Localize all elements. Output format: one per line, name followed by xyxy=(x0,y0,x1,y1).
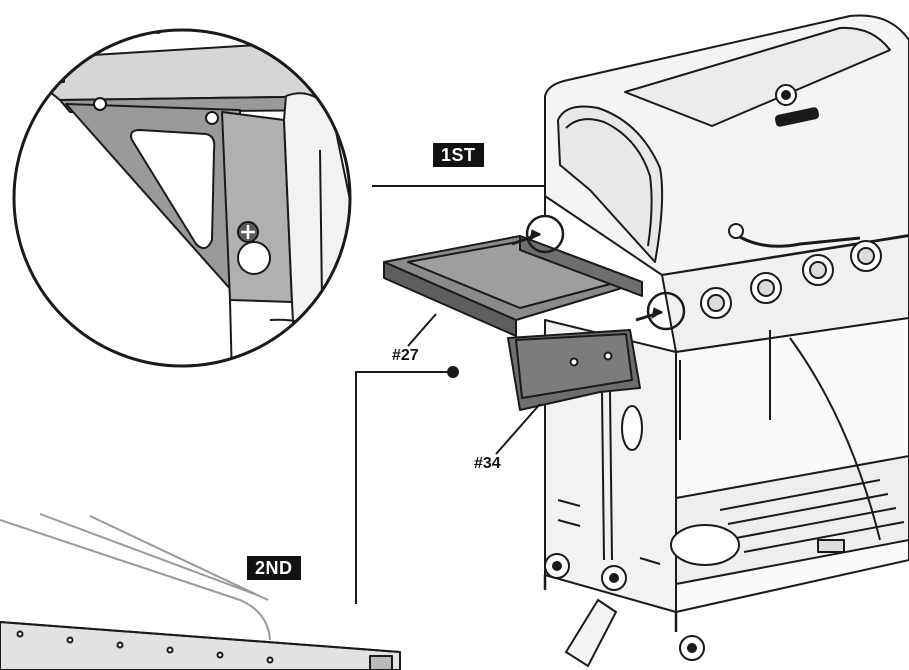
bracket-hole xyxy=(569,357,579,367)
brand-logo-center xyxy=(781,90,791,100)
partial-shelf-hole xyxy=(266,656,274,664)
caster-wheel xyxy=(687,643,697,653)
lid-window-inner xyxy=(565,118,653,247)
brand-logo-wordmark xyxy=(774,107,820,127)
partial-shelf-hole xyxy=(116,641,124,649)
part-label-34: #34 xyxy=(474,455,501,472)
caster-wheel xyxy=(609,573,619,583)
step-1-badge: 1ST xyxy=(433,143,484,167)
zoom-rivet xyxy=(235,21,241,27)
zoom-grill-side xyxy=(283,92,350,366)
second-step-partial-view xyxy=(0,513,401,670)
grill-illustration xyxy=(543,14,909,632)
detail-zoom-view xyxy=(12,21,352,368)
control-knob xyxy=(707,294,725,312)
shelf-support xyxy=(601,391,605,561)
lid-handle-mount xyxy=(728,223,744,239)
control-knob xyxy=(809,261,827,279)
leader-part-34 xyxy=(495,403,541,455)
leader-step2-dot xyxy=(447,366,459,378)
side-shelf-front-edge xyxy=(383,261,517,337)
gas-line xyxy=(789,337,881,541)
partial-shelf-body-top xyxy=(0,621,401,653)
insert-arrow-head xyxy=(651,307,664,320)
zoom-grill-edge xyxy=(229,299,233,366)
partial-shelf-hole xyxy=(216,651,224,659)
shelf-slot xyxy=(735,507,897,539)
step-2-badge: 2ND xyxy=(247,556,301,580)
partial-shelf-hole xyxy=(66,636,74,644)
tank-retainer xyxy=(817,539,845,553)
propane-tank-cutout xyxy=(670,524,740,566)
zoom-screw-slot xyxy=(241,225,255,239)
zoom-rivet xyxy=(93,97,107,111)
leader-step2 xyxy=(355,371,453,604)
shelf-support xyxy=(609,391,613,561)
control-panel xyxy=(661,235,909,353)
zoom-circle-outline xyxy=(12,28,352,368)
side-cutout xyxy=(621,405,643,451)
partial-shelf-hole xyxy=(16,630,24,638)
partial-shelf-clip xyxy=(369,655,393,670)
zoom-rivet xyxy=(205,111,219,125)
control-knob xyxy=(857,247,875,265)
zoom-shelf-underside xyxy=(14,39,350,101)
side-vent xyxy=(639,557,661,565)
insert-arrow-head xyxy=(529,229,542,242)
leader-lines xyxy=(355,185,546,604)
shelf-slot xyxy=(727,493,889,525)
zoom-bracket-cutout xyxy=(130,129,216,250)
casters xyxy=(544,553,705,668)
partial-shelf-hole xyxy=(166,646,174,654)
leader-zoom-to-upper-point xyxy=(372,185,546,216)
leader-part-27 xyxy=(407,313,437,347)
lid-front-window xyxy=(557,105,664,263)
caster-wheel xyxy=(552,561,562,571)
side-shelf-part xyxy=(383,235,643,561)
attachment-circle-lower xyxy=(646,291,686,331)
partial-shelf-line xyxy=(0,519,271,641)
partial-shelf-line xyxy=(89,515,269,601)
control-knobs xyxy=(700,240,882,319)
partial-shelf-body xyxy=(0,621,401,670)
partial-shelf-line xyxy=(39,513,261,597)
zoom-keyhole xyxy=(237,241,271,275)
control-knob xyxy=(757,279,775,297)
lid-top-panel xyxy=(624,26,891,127)
bracket-hole xyxy=(603,351,613,361)
tank-tag xyxy=(564,598,618,668)
part-label-27: #27 xyxy=(392,347,419,364)
shelf-slot xyxy=(719,479,881,511)
side-vent xyxy=(557,519,581,527)
zoom-grill-edge xyxy=(319,149,323,301)
side-vent xyxy=(557,499,581,507)
